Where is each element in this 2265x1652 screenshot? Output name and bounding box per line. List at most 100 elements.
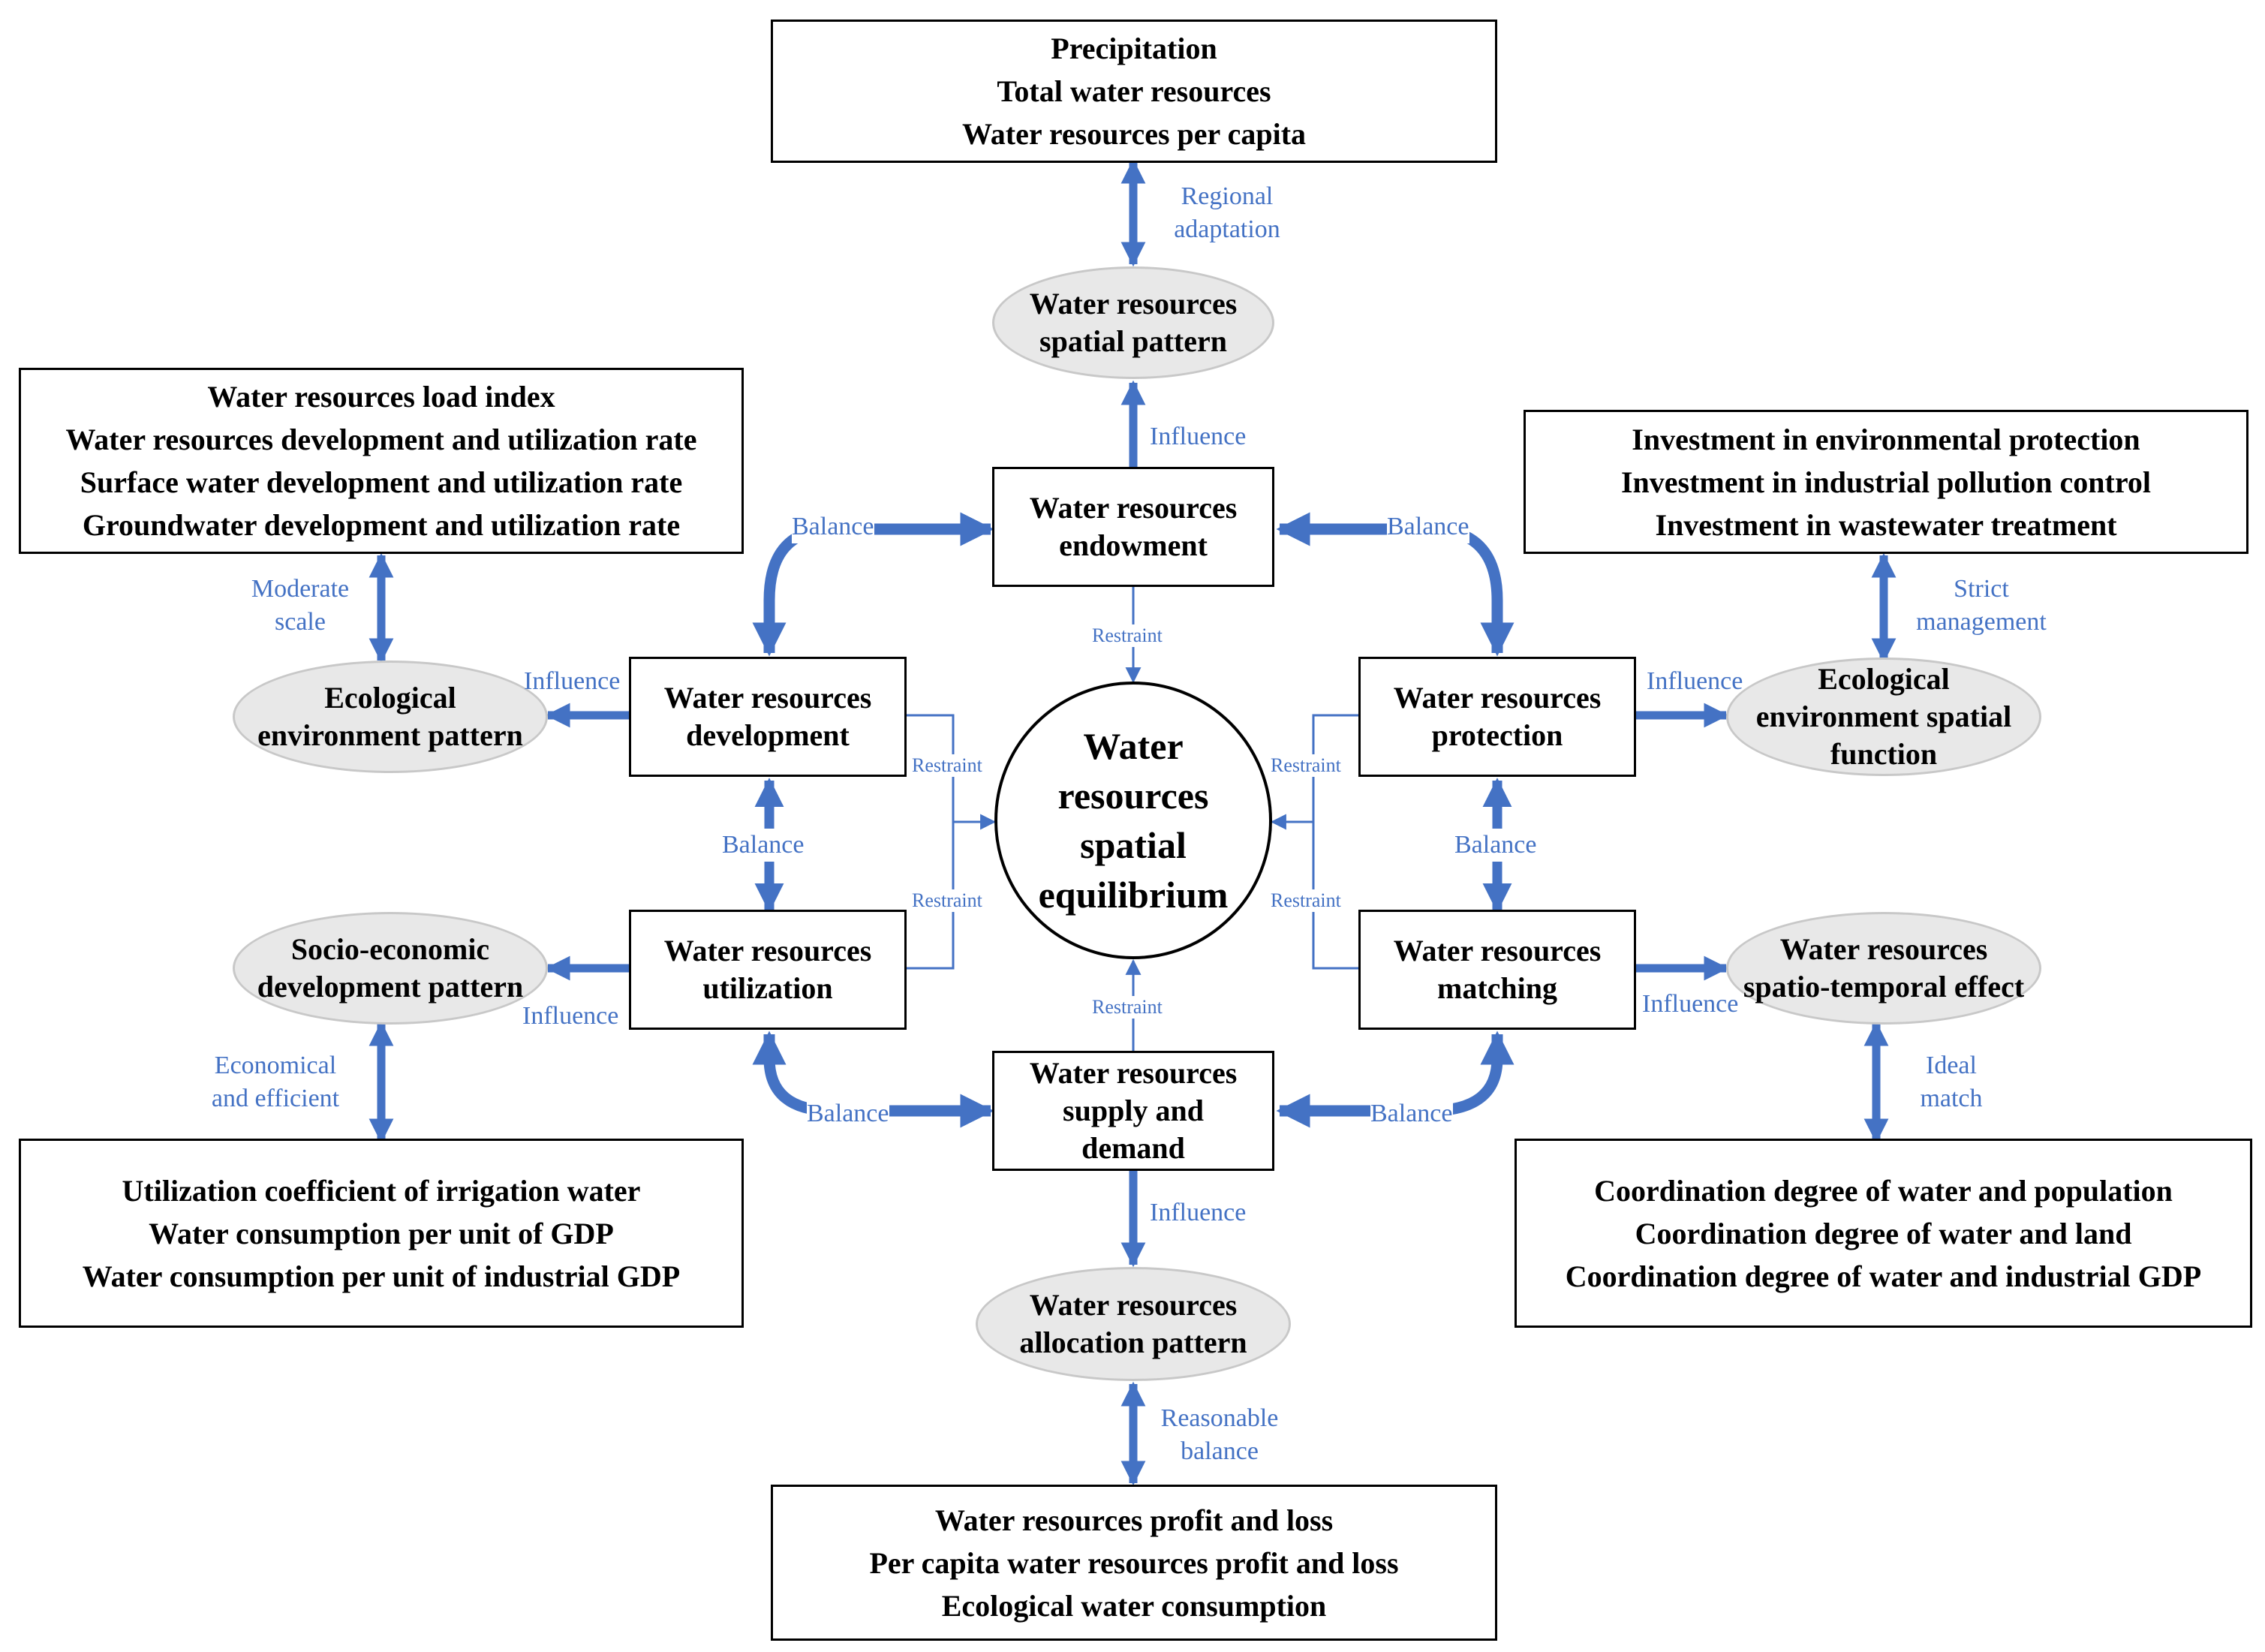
pattern-allocation: Water resources allocation pattern [976, 1267, 1291, 1381]
indicator-right-top-3: Investment in wastewater treatment [1655, 507, 2117, 542]
arrow-restraint-right [1312, 714, 1358, 970]
box-matching-line-2: matching [1437, 971, 1557, 1005]
center-equilibrium: Water resources spatial equilibrium [994, 682, 1272, 959]
box-protection: Water resources protection [1358, 657, 1636, 777]
label-reasonable-balance: Reasonable balance [1148, 1402, 1291, 1468]
box-supply-line-1: Water resources [1029, 1056, 1238, 1090]
indicator-left-bottom-1: Utilization coefficient of irrigation wa… [122, 1173, 641, 1208]
indicator-right-bottom-1: Coordination degree of water and populat… [1594, 1173, 2173, 1208]
center-line-1: Water [1083, 725, 1184, 767]
box-supply-line-3: demand [1081, 1131, 1185, 1165]
box-matching-line-1: Water resources [1393, 934, 1602, 967]
label-moderate-scale: Moderate scale [233, 573, 368, 639]
pattern-socio-line-1: Socio-economic [290, 932, 490, 966]
center-line-4: equilibrium [1038, 874, 1229, 916]
label-balance-right: Balance [1454, 829, 1537, 862]
pattern-allocation-line-1: Water resources [1029, 1288, 1238, 1322]
pattern-eco-env-line-2: environment pattern [257, 718, 523, 752]
label-ideal-match-2: match [1920, 1085, 1983, 1112]
pattern-allocation-line-2: allocation pattern [1019, 1326, 1247, 1359]
indicator-bottom-2: Per capita water resources profit and lo… [869, 1545, 1399, 1580]
label-moderate-scale-1: Moderate [251, 575, 350, 603]
indicator-top-2: Total water resources [997, 74, 1271, 108]
label-balance-bottom-right: Balance [1370, 1097, 1453, 1130]
label-restraint-right-lower: Restraint [1271, 889, 1341, 912]
label-reasonable-balance-2: balance [1181, 1437, 1259, 1465]
label-strict-management-2: management [1916, 608, 2047, 636]
indicator-box-left-top: Water resources load index Water resourc… [19, 368, 744, 554]
label-restraint-left-upper: Restraint [912, 754, 982, 777]
pattern-eco-func-line-3: function [1830, 737, 1938, 771]
pattern-eco-func: Ecological environment spatial function [1726, 657, 2041, 776]
pattern-spatio-temporal: Water resources spatio-temporal effect [1726, 912, 2041, 1025]
indicator-top-1: Precipitation [1051, 32, 1217, 65]
label-strict-management-1: Strict [1954, 575, 2009, 603]
indicator-left-bottom-2: Water consumption per unit of GDP [149, 1216, 614, 1250]
label-moderate-scale-2: scale [275, 608, 326, 636]
label-regional-adaptation: Regional adaptation [1156, 180, 1298, 246]
pattern-eco-func-line-2: environment spatial [1755, 700, 2012, 733]
indicator-right-top-1: Investment in environmental protection [1632, 422, 2140, 456]
indicator-box-right-bottom: Coordination degree of water and populat… [1515, 1139, 2252, 1328]
pattern-socio: Socio-economic development pattern [233, 912, 548, 1025]
label-restraint-bottom: Restraint [1092, 996, 1163, 1019]
box-protection-line-2: protection [1431, 718, 1563, 752]
box-protection-line-1: Water resources [1393, 681, 1602, 715]
indicator-right-bottom-3: Coordination degree of water and industr… [1565, 1259, 2202, 1293]
label-influence-bottom: Influence [1150, 1199, 1247, 1226]
box-supply-demand: Water resources supply and demand [992, 1051, 1274, 1171]
pattern-eco-env: Ecological environment pattern [233, 660, 548, 773]
indicator-top-3: Water resources per capita [961, 117, 1307, 151]
label-regional-adaptation-1: Regional [1181, 182, 1274, 210]
label-influence-development: Influence [524, 667, 621, 695]
label-reasonable-balance-1: Reasonable [1160, 1404, 1279, 1432]
box-development: Water resources development [629, 657, 907, 777]
label-restraint-right-upper: Restraint [1271, 754, 1341, 777]
box-matching: Water resources matching [1358, 910, 1636, 1030]
box-development-line-2: development [686, 718, 850, 752]
label-influence-utilization: Influence [522, 1002, 619, 1030]
label-ideal-match-1: Ideal [1926, 1052, 1977, 1079]
label-regional-adaptation-2: adaptation [1174, 215, 1280, 243]
pattern-eco-func-line-1: Ecological [1818, 662, 1950, 696]
label-strict-management: Strict management [1906, 573, 2056, 639]
indicator-left-top-1: Water resources load index [207, 380, 555, 414]
arrow-balance-top-left [752, 512, 994, 657]
indicator-right-top-2: Investment in industrial pollution contr… [1620, 465, 2152, 499]
label-influence-matching: Influence [1642, 990, 1739, 1018]
label-balance-top-left: Balance [792, 510, 874, 543]
arrow-balance-top-right [1276, 512, 1515, 657]
indicator-left-top-3: Surface water development and utilizatio… [80, 465, 683, 499]
box-development-line-1: Water resources [663, 681, 872, 715]
box-endowment-line-1: Water resources [1029, 491, 1238, 525]
indicator-box-bottom: Water resources profit and loss Per capi… [771, 1485, 1497, 1641]
indicator-box-right-top: Investment in environmental protection I… [1524, 410, 2248, 554]
label-influence-top: Influence [1150, 423, 1247, 450]
box-supply-line-2: supply and [1063, 1094, 1204, 1127]
label-economical-efficient-1: Economical [214, 1052, 337, 1079]
box-utilization-line-2: utilization [702, 971, 833, 1005]
label-restraint-left-lower: Restraint [912, 889, 982, 912]
box-utilization-line-1: Water resources [663, 934, 872, 967]
pattern-spatial-line-1: Water resources [1029, 287, 1238, 320]
label-influence-protection: Influence [1647, 667, 1743, 695]
label-balance-top-right: Balance [1387, 510, 1469, 543]
pattern-spatial: Water resources spatial pattern [992, 266, 1274, 379]
pattern-spatial-line-2: spatial pattern [1039, 324, 1227, 358]
label-restraint-top: Restraint [1092, 624, 1163, 647]
center-line-2: resources [1057, 775, 1209, 817]
indicator-right-bottom-2: Coordination degree of water and land [1635, 1216, 2132, 1250]
arrow-restraint-left [907, 714, 955, 970]
pattern-spatio-temporal-line-1: Water resources [1779, 932, 1988, 966]
box-endowment: Water resources endowment [992, 467, 1274, 587]
indicator-left-top-4: Groundwater development and utilization … [82, 508, 681, 542]
label-economical-efficient: Economical and efficient [197, 1049, 354, 1115]
box-endowment-line-2: endowment [1059, 528, 1208, 562]
indicator-box-top: Precipitation Total water resources Wate… [771, 20, 1497, 163]
label-ideal-match: Ideal match [1891, 1049, 2011, 1115]
label-economical-efficient-2: and efficient [211, 1085, 340, 1112]
box-utilization: Water resources utilization [629, 910, 907, 1030]
pattern-socio-line-2: development pattern [257, 970, 524, 1004]
pattern-eco-env-line-1: Ecological [324, 681, 456, 715]
pattern-spatio-temporal-line-2: spatio-temporal effect [1743, 970, 2025, 1004]
